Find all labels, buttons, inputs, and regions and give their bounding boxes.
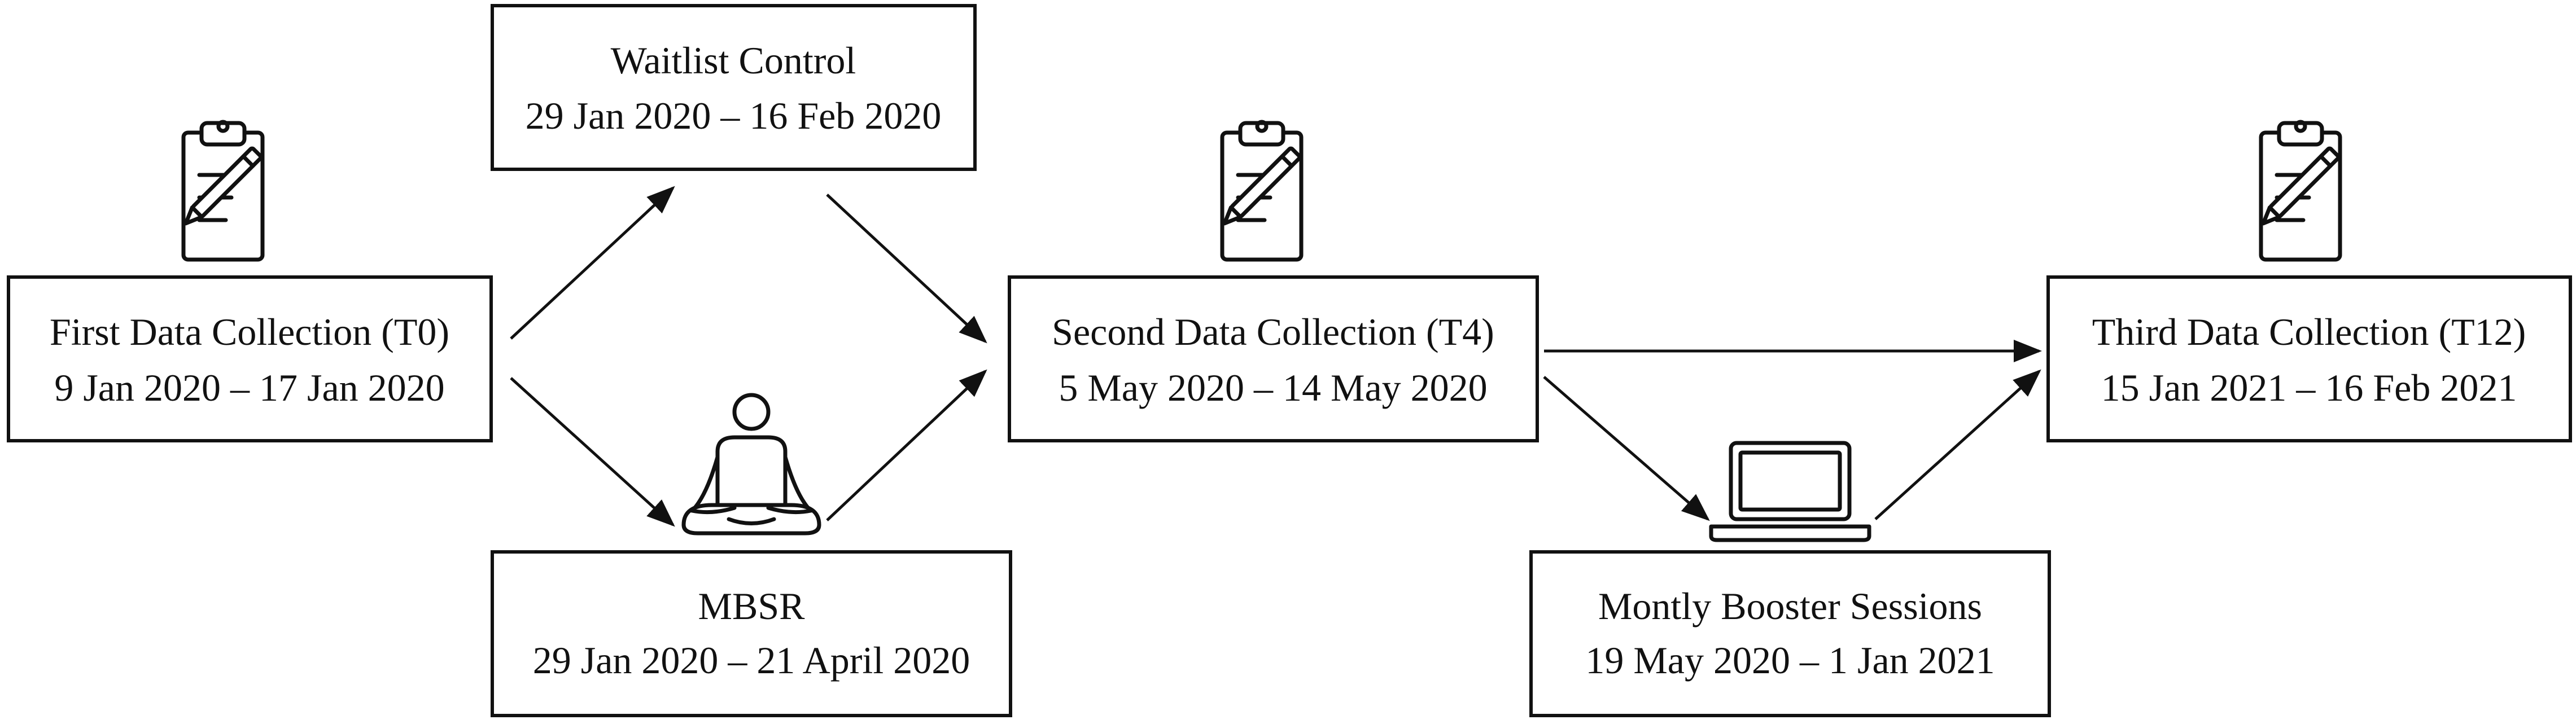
node-t12-box	[2046, 275, 2572, 442]
node-mbsr-dates: 29 Jan 2020 – 21 April 2020	[533, 639, 970, 682]
node-mbsr: MBSR 29 Jan 2020 – 21 April 2020	[491, 550, 1012, 717]
node-mbsr-title: MBSR	[698, 585, 806, 628]
clipboard-icon	[2259, 120, 2342, 262]
clipboard-icon	[181, 120, 265, 262]
node-t12: Third Data Collection (T12) 15 Jan 2021 …	[2046, 275, 2572, 442]
node-t4: Second Data Collection (T4) 5 May 2020 –…	[1008, 275, 1539, 442]
edge-mbsr-to-t4	[826, 369, 987, 521]
laptop-icon	[1709, 441, 1871, 542]
node-waitlist-box	[491, 4, 977, 171]
clipboard-icon	[1220, 120, 1304, 262]
edges	[510, 186, 2042, 527]
node-waitlist: Waitlist Control 29 Jan 2020 – 16 Feb 20…	[491, 4, 977, 171]
node-booster-title: Montly Booster Sessions	[1598, 585, 1982, 628]
node-t0-title: First Data Collection (T0)	[50, 310, 449, 353]
node-t4-title: Second Data Collection (T4)	[1052, 310, 1494, 353]
edge-t0-to-mbsr	[510, 377, 675, 527]
edge-t4-to-booster	[1543, 376, 1710, 521]
edge-booster-to-t12	[1874, 369, 2041, 520]
meditation-icon	[681, 393, 821, 536]
node-t0-box	[7, 275, 493, 442]
node-t4-box	[1008, 275, 1539, 442]
node-booster-box	[1529, 550, 2051, 717]
node-t0: First Data Collection (T0) 9 Jan 2020 – …	[7, 275, 493, 442]
node-waitlist-dates: 29 Jan 2020 – 16 Feb 2020	[526, 94, 942, 137]
edge-t0-to-waitlist	[510, 186, 675, 340]
node-booster: Montly Booster Sessions 19 May 2020 – 1 …	[1529, 550, 2051, 717]
node-t12-title: Third Data Collection (T12)	[2092, 310, 2526, 353]
node-t4-dates: 5 May 2020 – 14 May 2020	[1059, 366, 1487, 409]
node-waitlist-title: Waitlist Control	[611, 39, 856, 82]
node-booster-dates: 19 May 2020 – 1 Jan 2021	[1585, 639, 1995, 682]
node-t12-dates: 15 Jan 2021 – 16 Feb 2021	[2101, 366, 2517, 409]
node-mbsr-box	[491, 550, 1012, 717]
edge-waitlist-to-t4	[826, 194, 987, 344]
node-t0-dates: 9 Jan 2020 – 17 Jan 2020	[54, 366, 444, 409]
